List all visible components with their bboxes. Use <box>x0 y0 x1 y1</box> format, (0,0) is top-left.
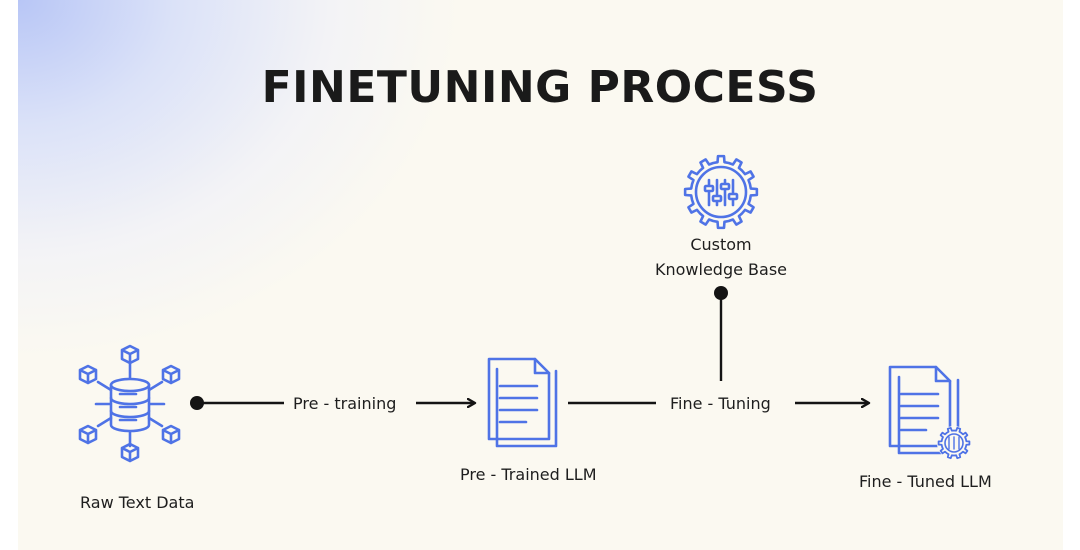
document-gear-icon <box>888 365 971 460</box>
connector-knowledge-base <box>714 286 728 381</box>
page-title: FINETUNING PROCESS <box>261 62 819 113</box>
fine-tuning-edge-label: Fine - Tuning <box>670 394 771 413</box>
raw-text-data-label: Raw Text Data <box>80 493 195 512</box>
pre-trained-llm-label: Pre - Trained LLM <box>460 465 597 484</box>
custom-knowledge-base-label-line1: Custom <box>690 235 752 254</box>
connector-raw-to-pretrained <box>190 396 475 410</box>
database-network-icon <box>78 344 181 463</box>
diagram-background <box>18 0 1063 550</box>
custom-knowledge-base-label-line2: Knowledge Base <box>655 260 787 279</box>
pre-training-edge-label: Pre - training <box>293 394 397 413</box>
fine-tuned-llm-label: Fine - Tuned LLM <box>859 472 992 491</box>
document-icon <box>487 357 558 448</box>
gear-sliders-icon <box>683 154 759 230</box>
